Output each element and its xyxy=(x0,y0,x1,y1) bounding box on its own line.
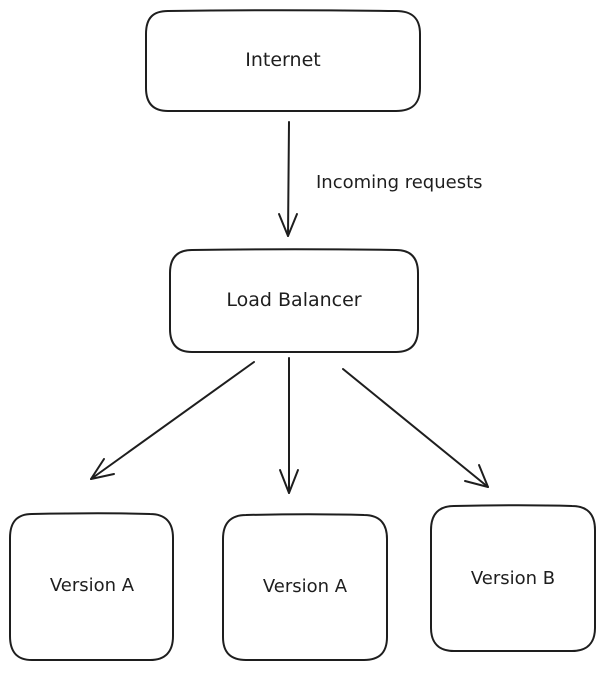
node-version-a-middle-label: Version A xyxy=(263,576,348,597)
node-internet[interactable]: Internet xyxy=(145,9,421,112)
node-version-a-middle[interactable]: Version A xyxy=(222,513,388,661)
node-load-balancer-box xyxy=(169,248,419,353)
node-version-b-label: Version B xyxy=(471,568,555,589)
node-version-a-left-label: Version A xyxy=(50,575,135,596)
edge-internet-to-load-balancer-arrowhead xyxy=(278,213,298,237)
node-internet-label: Internet xyxy=(245,49,320,71)
edge-lb-to-version-b-arrowhead xyxy=(464,464,489,488)
edge-load-balancer-to-version-a-middle xyxy=(279,357,299,494)
edge-internet-to-load-balancer-label: Incoming requests xyxy=(316,172,483,193)
node-version-a-left-box xyxy=(9,512,174,661)
node-version-a-left[interactable]: Version A xyxy=(9,512,174,661)
edge-lb-to-version-a-left-arrowhead xyxy=(90,458,115,480)
node-internet-box xyxy=(145,9,421,112)
edge-internet-to-load-balancer: Incoming requests xyxy=(278,121,483,237)
edge-internet-to-load-balancer-line xyxy=(287,121,290,237)
node-load-balancer[interactable]: Load Balancer xyxy=(169,248,419,353)
edge-lb-to-version-a-middle-arrowhead xyxy=(279,469,299,494)
node-version-b-box xyxy=(430,504,596,652)
edge-load-balancer-to-version-b xyxy=(342,368,489,488)
edge-load-balancer-to-version-a-left xyxy=(90,361,255,480)
edge-lb-to-version-b-line xyxy=(342,368,489,488)
node-load-balancer-label: Load Balancer xyxy=(226,289,361,311)
node-version-b[interactable]: Version B xyxy=(430,504,596,652)
node-version-a-middle-box xyxy=(222,513,388,661)
edge-lb-to-version-a-left-line xyxy=(90,361,255,480)
